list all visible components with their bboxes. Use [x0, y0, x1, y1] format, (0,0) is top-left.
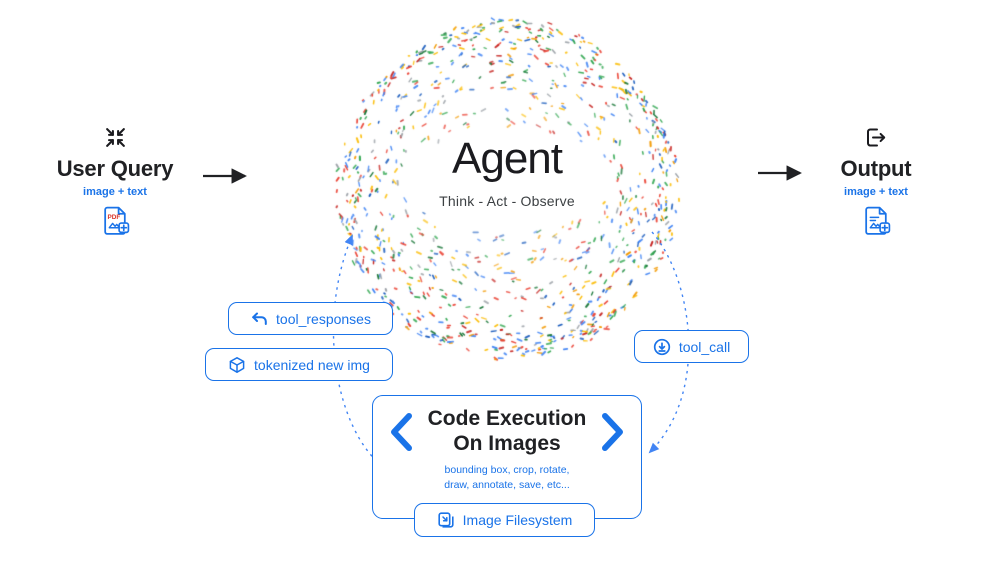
output-subtitle: image + text	[796, 186, 956, 198]
user-query-subtitle: image + text	[35, 186, 195, 198]
reply-arrow-icon	[250, 310, 268, 328]
export-icon	[796, 126, 956, 149]
collapse-arrows-icon	[35, 126, 195, 149]
agent-group: Agent Think - Act - Observe	[352, 134, 662, 209]
tool-call-label: tool_call	[679, 339, 730, 355]
chevron-left-icon	[388, 411, 414, 453]
user-query-group: User Query image + text PDF	[35, 126, 195, 236]
agent-title: Agent	[352, 134, 662, 184]
output-group: Output image + text	[796, 126, 956, 236]
pdf-label: PDF	[107, 214, 120, 221]
tokenized-new-img-pill: tokenized new img	[205, 348, 393, 381]
user-query-title: User Query	[35, 156, 195, 182]
tool-responses-label: tool_responses	[276, 311, 371, 327]
agent-subtitle: Think - Act - Observe	[352, 193, 662, 209]
tool-call-pill: tool_call	[634, 330, 749, 363]
code-execution-box: Code Execution On Images bounding box, c…	[372, 395, 642, 519]
arrow-down-circle-icon	[653, 338, 671, 356]
chevron-right-icon	[600, 411, 626, 453]
document-plus-icon	[796, 205, 956, 236]
tokenized-new-img-label: tokenized new img	[254, 357, 370, 373]
image-filesystem-pill: Image Filesystem	[414, 503, 595, 537]
file-copy-icon	[437, 511, 455, 529]
cube-icon	[228, 356, 246, 374]
pdf-document-plus-icon: PDF	[35, 205, 195, 236]
image-filesystem-label: Image Filesystem	[463, 512, 573, 528]
output-title: Output	[796, 156, 956, 182]
tool-responses-pill: tool_responses	[228, 302, 393, 335]
code-execution-caption: bounding box, crop, rotate, draw, annota…	[373, 463, 641, 493]
